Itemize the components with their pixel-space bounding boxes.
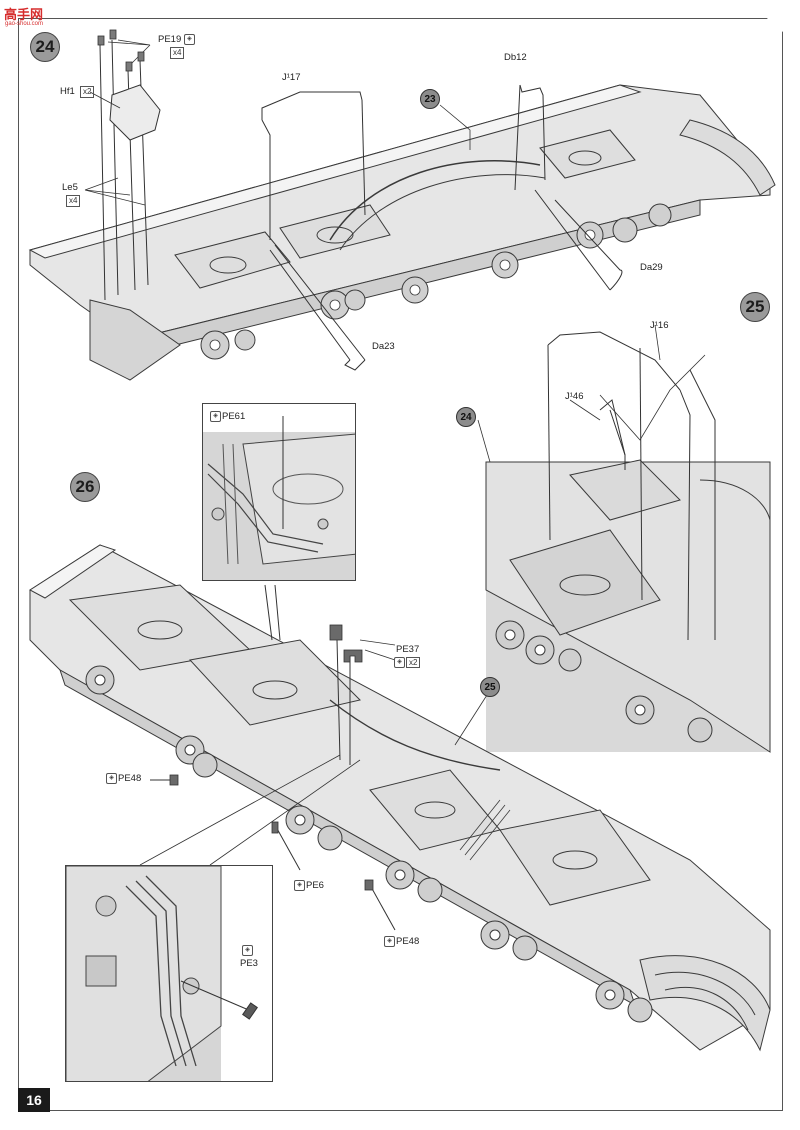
label-pe19: PE19 ◈ [158,34,196,45]
label-pe3: PE3 [240,958,258,969]
label-da23: Da23 [372,341,395,352]
qty-pe19: x4 [170,47,185,59]
step-26-badge: 26 [70,472,100,502]
step-25-badge: 25 [740,292,770,322]
step24-parts [84,39,623,371]
label-hf1: Hf1 [60,86,75,97]
photo-etch-icon: ◈ [384,936,395,947]
step26-parts [139,584,488,931]
label-pe48-left: ◈PE48 [106,773,141,784]
inset-pe61 [202,403,356,581]
qty-hf1: x2 [80,86,95,98]
step25-hull [485,459,771,753]
label-pe37: PE37 [396,644,420,655]
qty-le5: x4 [66,195,81,207]
pe19-parts [97,29,145,72]
label-j16: J¹16 [650,320,669,331]
label-le5: Le5 [62,182,78,193]
photo-etch-icon: ◈ [210,411,221,422]
label-pe3-icon: ◈ [242,945,254,956]
ref-23-badge: 23 [420,89,440,109]
step-24-badge: 24 [30,32,60,62]
label-pe6: ◈PE6 [294,880,324,891]
label-pe37-qty: ◈x2 [394,657,421,669]
label-da29: Da29 [640,262,663,273]
inset-pe3 [65,865,273,1082]
page-number: 16 [18,1088,50,1112]
step25-parts [477,324,716,641]
label-j17: J¹17 [282,72,301,83]
ref-25-badge: 25 [480,677,500,697]
label-pe48-bottom: ◈PE48 [384,936,419,947]
inset-pe61-drawing [203,416,355,580]
photo-etch-icon: ◈ [106,773,117,784]
watermark-url: gao-shou.com [5,21,44,27]
step26-hull [29,544,771,1052]
label-j46: J¹46 [565,391,584,402]
photo-etch-icon: ◈ [394,657,405,668]
ref-24-badge: 24 [456,407,476,427]
watermark-logo: 高手网 [4,7,44,22]
photo-etch-icon: ◈ [183,34,195,45]
photo-etch-icon: ◈ [294,880,305,891]
inset-pe3-drawing [66,866,258,1081]
label-db12: Db12 [504,52,527,63]
label-pe61: ◈PE61 [210,411,245,422]
step24-hull [28,84,776,381]
page-frame [18,18,783,1111]
photo-etch-icon: ◈ [242,945,253,956]
